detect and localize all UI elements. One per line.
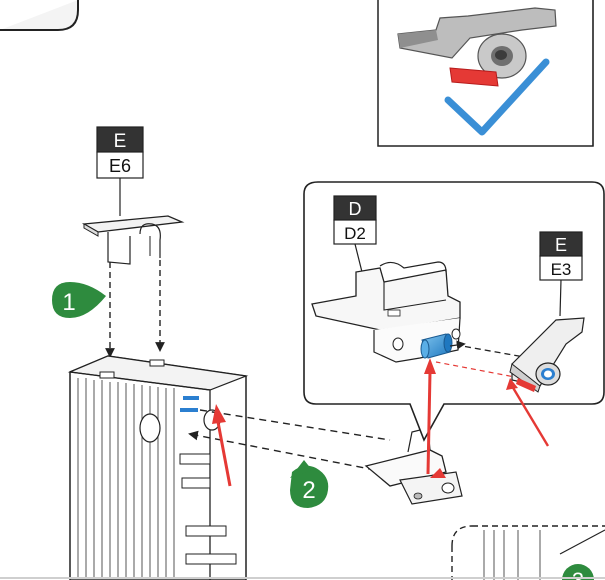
step-number: 1 <box>62 289 75 316</box>
clip-assembly-small <box>364 427 463 505</box>
tag-code: E3 <box>551 260 572 279</box>
red-arrow-icon <box>212 404 232 487</box>
tag-letter: E <box>114 131 127 152</box>
step-number: 2 <box>302 477 315 504</box>
previous-panel-corner <box>0 0 79 31</box>
tag-code: E6 <box>109 156 131 176</box>
latch-part-e3 <box>509 317 585 393</box>
next-step-callout <box>451 525 605 580</box>
red-arrow-icon <box>506 378 550 447</box>
dashed-guide <box>461 345 531 359</box>
part-tag-d2: D D2 <box>333 195 377 245</box>
leader-line <box>354 243 363 273</box>
tag-letter: D <box>349 199 362 219</box>
dashed-guide <box>199 409 391 441</box>
clip-part-illustration <box>397 7 557 87</box>
check-icon <box>444 58 550 136</box>
step-1-badge: 1 <box>52 282 106 318</box>
part-tag-e6: E E6 <box>96 126 144 179</box>
blue-pin <box>420 333 453 359</box>
part-tag-e3: E E3 <box>539 231 583 281</box>
detail-box-correct <box>377 0 594 147</box>
leader-line <box>559 279 562 317</box>
tag-letter: E <box>555 235 567 255</box>
tag-code: D2 <box>344 224 366 243</box>
end-cap-part <box>81 215 185 265</box>
bracket-part-d2 <box>311 261 466 363</box>
red-arrow-icon <box>424 358 436 475</box>
step-2-badge: 2 <box>290 460 329 508</box>
cooling-fins <box>77 378 175 580</box>
enclosure-body <box>67 355 249 580</box>
